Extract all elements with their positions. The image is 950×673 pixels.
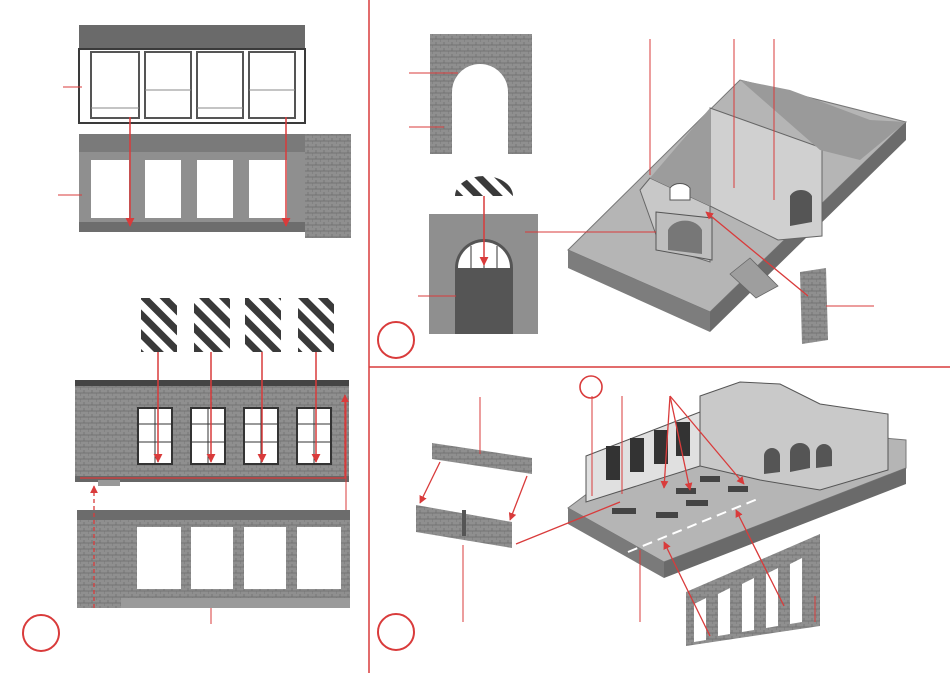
window-fitting-side-wall <box>58 25 351 238</box>
step-marker <box>378 322 414 358</box>
front-wall-assembly <box>23 298 350 651</box>
platform-model <box>568 382 906 578</box>
loose-panel-icon <box>800 268 828 344</box>
front-wall-upper <box>75 380 349 486</box>
platform-assembly <box>378 376 906 650</box>
bench-piece-parts <box>416 443 532 548</box>
step-marker <box>378 614 414 650</box>
building-model <box>568 80 906 332</box>
step-marker <box>23 615 59 651</box>
window-frame-insert <box>79 25 305 123</box>
arrow-bench-left <box>420 462 440 503</box>
step-marker <box>580 376 602 398</box>
striped-pane-icon <box>141 298 334 352</box>
side-wall <box>79 134 351 238</box>
arched-door-assembly <box>378 34 906 358</box>
front-wall-lower <box>77 510 350 608</box>
arrow-bench-right <box>510 476 527 520</box>
arched-window-icon <box>455 176 513 196</box>
arched-wall-piece <box>430 34 532 154</box>
